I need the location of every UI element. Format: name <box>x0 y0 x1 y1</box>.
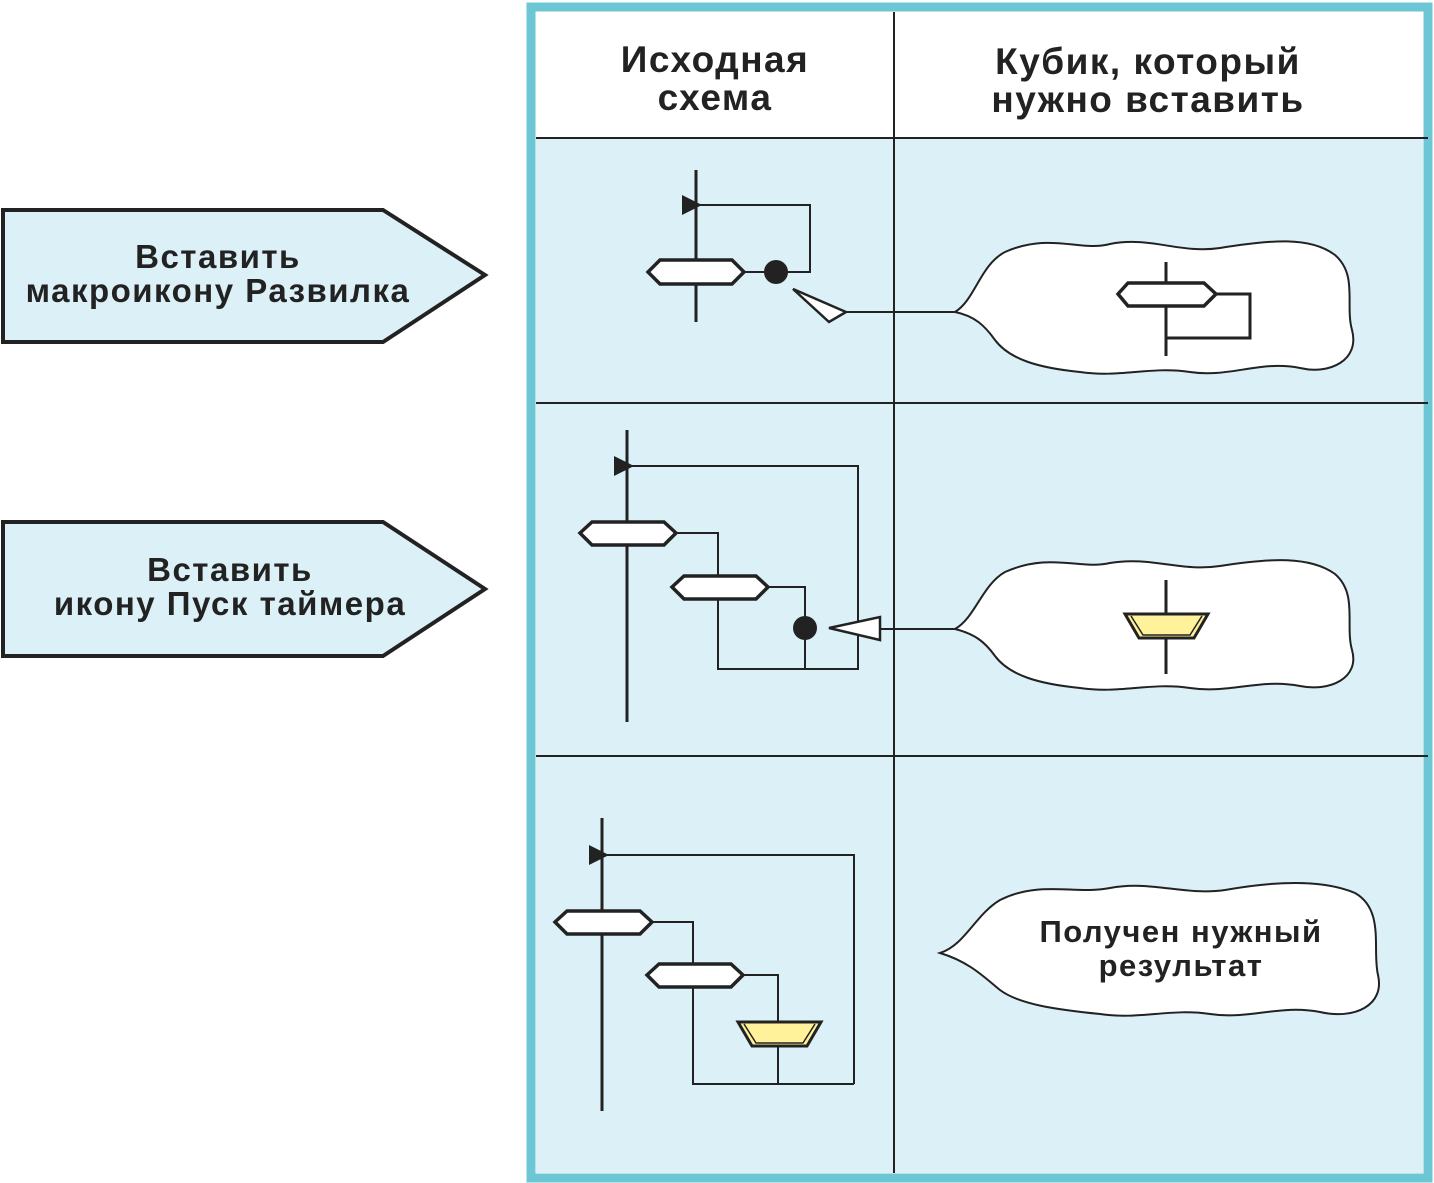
header-right-line2: нужно вставить <box>991 79 1304 120</box>
step-2-label-line2: икону Пуск таймера <box>54 585 406 622</box>
result-text-line1: Получен нужный <box>1039 914 1322 949</box>
row1-cube-cloud <box>952 240 1355 375</box>
step-1-label-line1: Вставить <box>135 238 301 275</box>
insertion-point-icon <box>793 616 817 640</box>
fork-icon <box>645 258 747 286</box>
timer-start-icon <box>735 1020 824 1048</box>
row1-original-scheme <box>645 170 955 324</box>
step-2-label: Вставить икону Пуск таймера <box>1 520 489 658</box>
fork-cube-icon <box>1115 281 1219 308</box>
row3-result-scheme <box>552 818 855 1111</box>
fork-icon-lower <box>644 962 746 989</box>
header-right-line1: Кубик, который <box>995 41 1301 82</box>
result-callout: Получен нужный результат <box>936 881 1381 1017</box>
result-text-line2: результат <box>1099 948 1264 983</box>
row2-original-scheme <box>577 430 955 722</box>
step-1-label: Вставить макроикону Развилка <box>1 208 489 344</box>
header-left-line1: Исходная <box>621 39 809 80</box>
step-2-label-line1: Вставить <box>147 551 313 588</box>
fork-icon-upper <box>552 909 655 936</box>
fork-icon-lower <box>669 574 771 601</box>
insertion-point-icon <box>764 260 788 284</box>
header-left-line2: схема <box>658 77 773 118</box>
step-1-label-line2: макроикону Развилка <box>26 272 411 309</box>
fork-icon-upper <box>577 520 679 547</box>
row2-cube-cloud <box>952 559 1355 691</box>
insertion-pointer-icon <box>792 287 849 324</box>
timer-start-cube-icon <box>1122 612 1211 640</box>
